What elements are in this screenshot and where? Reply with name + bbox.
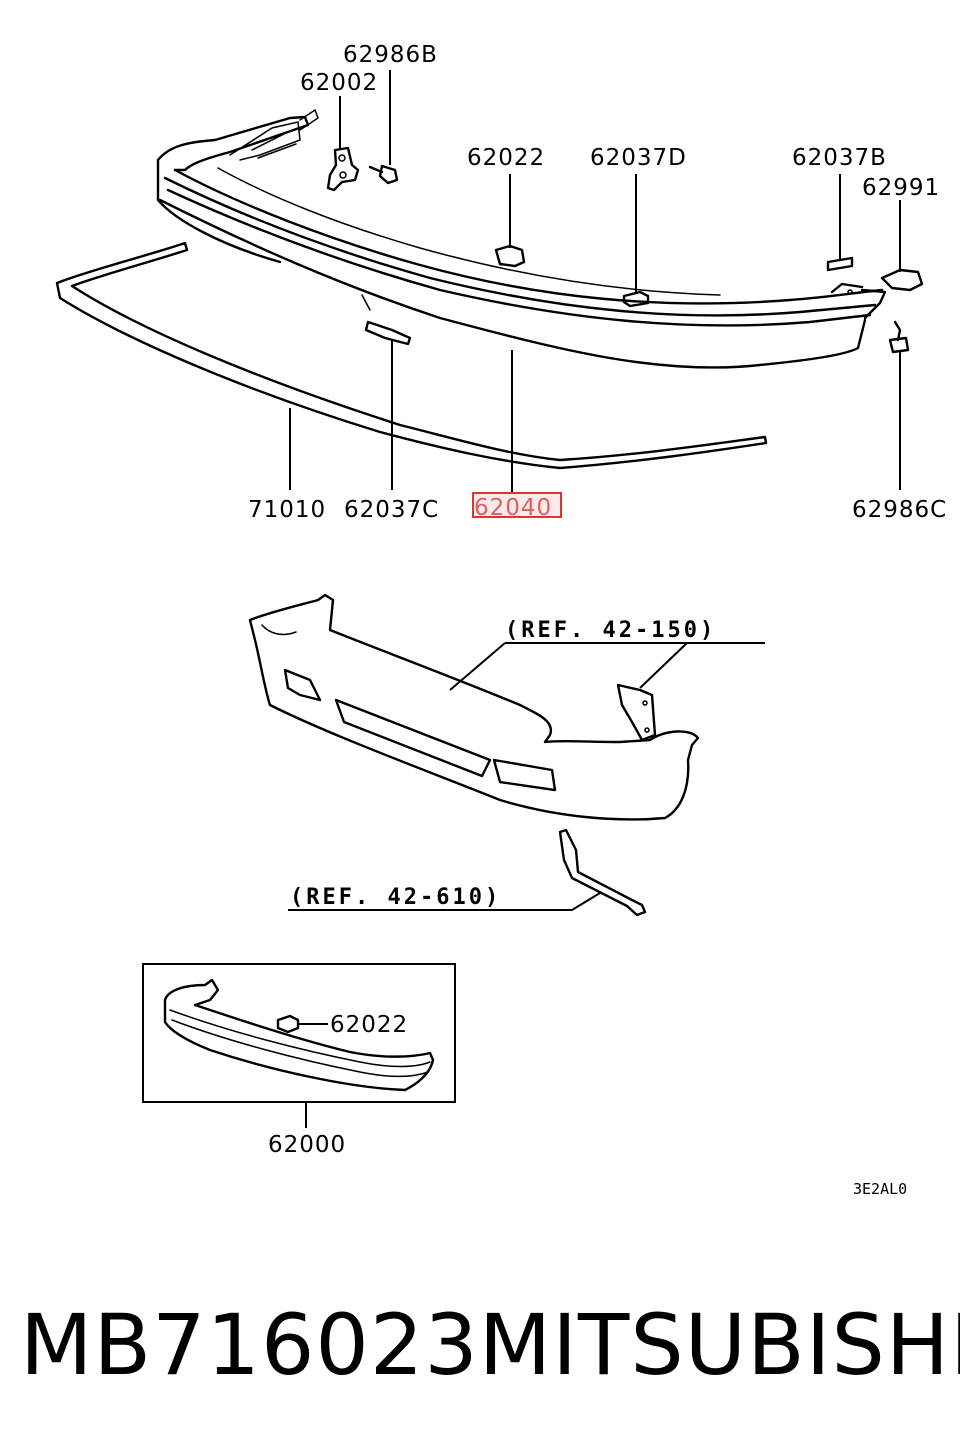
callout-62002: 62002 bbox=[300, 70, 378, 96]
clip-62022 bbox=[494, 244, 526, 268]
footer: MB716023 MITSUBISHI bbox=[20, 1290, 960, 1400]
clip-62002 bbox=[326, 146, 360, 192]
callout-62000: 62000 bbox=[268, 1132, 346, 1158]
ref-upper-leader-b bbox=[639, 642, 688, 689]
ref-upper-label: (REF. 42-150) bbox=[505, 618, 716, 643]
part-number: MB716023 bbox=[20, 1296, 479, 1394]
bumper-cover bbox=[248, 593, 700, 821]
bumper-molding-71010 bbox=[55, 241, 768, 470]
highlighted-callout-62040[interactable]: 62040 bbox=[472, 492, 562, 521]
ref-upper-leader-a bbox=[449, 642, 506, 691]
brand-name: MITSUBISHI bbox=[478, 1296, 960, 1394]
pad-62037D bbox=[622, 290, 650, 308]
callout-62022-inset: 62022 bbox=[330, 1012, 408, 1038]
callout-62986C: 62986C bbox=[852, 497, 947, 523]
bumper-face-62040 bbox=[156, 108, 887, 369]
nut-62991 bbox=[880, 268, 924, 292]
ref-lower-leader bbox=[288, 892, 601, 911]
callout-62037C: 62037C bbox=[344, 497, 439, 523]
ref-lower-label: (REF. 42-610) bbox=[290, 885, 501, 910]
diagram-code: 3E2AL0 bbox=[853, 1180, 907, 1198]
bolt-62986C bbox=[888, 320, 910, 354]
screw-62986B bbox=[368, 164, 399, 185]
callout-62986B: 62986B bbox=[343, 42, 438, 68]
leader-lines-upper bbox=[289, 70, 901, 492]
callout-62037D: 62037D bbox=[590, 145, 687, 171]
callout-71010: 71010 bbox=[248, 497, 326, 523]
pad-62037C bbox=[361, 294, 412, 346]
callout-62022: 62022 bbox=[467, 145, 545, 171]
inset-box bbox=[142, 963, 456, 1103]
callout-62040: 62040 bbox=[474, 495, 552, 521]
callout-62991: 62991 bbox=[862, 175, 940, 201]
callout-62037B: 62037B bbox=[792, 145, 887, 171]
bumper-stay bbox=[558, 828, 647, 917]
pad-62037B bbox=[826, 256, 854, 272]
